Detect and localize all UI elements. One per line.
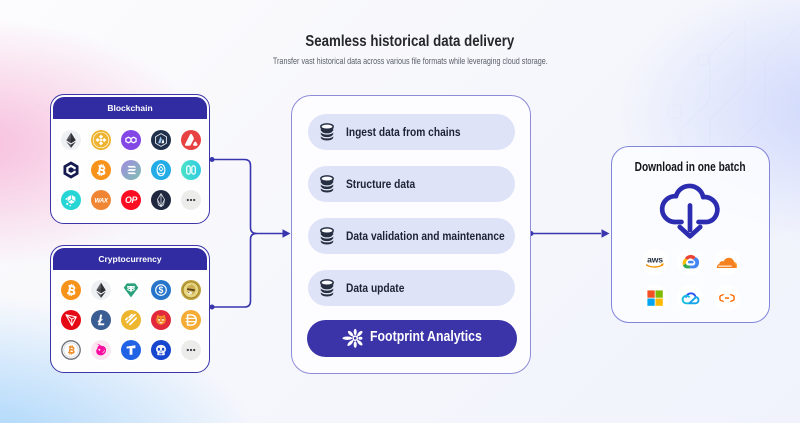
svg-text:$: $ xyxy=(159,285,164,295)
svg-text:WAX: WAX xyxy=(94,197,108,204)
svg-text:aws: aws xyxy=(647,255,663,265)
svg-text:OP: OP xyxy=(125,195,137,205)
